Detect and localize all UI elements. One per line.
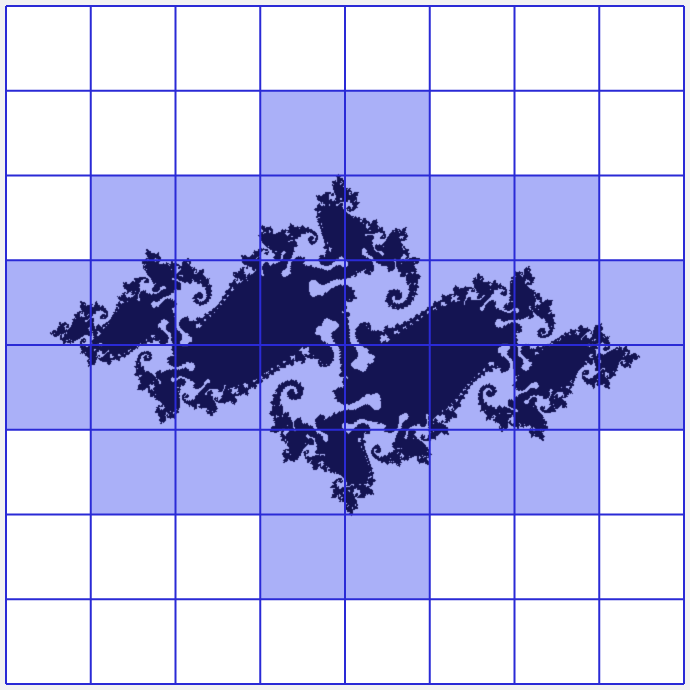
fractal-grid-plot — [0, 0, 690, 690]
canvas-frame — [0, 0, 690, 690]
